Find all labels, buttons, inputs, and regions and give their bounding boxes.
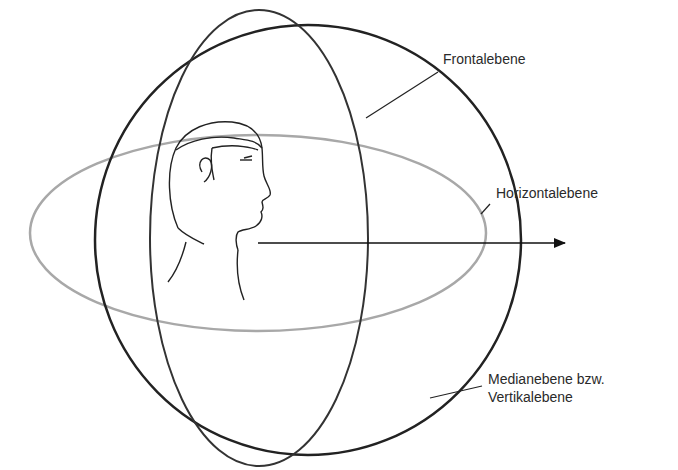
leader-line bbox=[430, 386, 482, 398]
view-arrow bbox=[258, 242, 565, 244]
leader-line bbox=[481, 204, 490, 214]
plane-label: Frontalebene bbox=[443, 50, 603, 68]
head-figure bbox=[168, 122, 270, 300]
horizontal-plane bbox=[30, 135, 486, 331]
plane-label: Horizontalebene bbox=[496, 184, 656, 202]
leader-line bbox=[366, 72, 438, 118]
median-plane bbox=[95, 25, 521, 455]
plane-label: Medianebene bzw. Vertikalebene bbox=[488, 370, 620, 406]
frontal-plane bbox=[150, 10, 368, 466]
